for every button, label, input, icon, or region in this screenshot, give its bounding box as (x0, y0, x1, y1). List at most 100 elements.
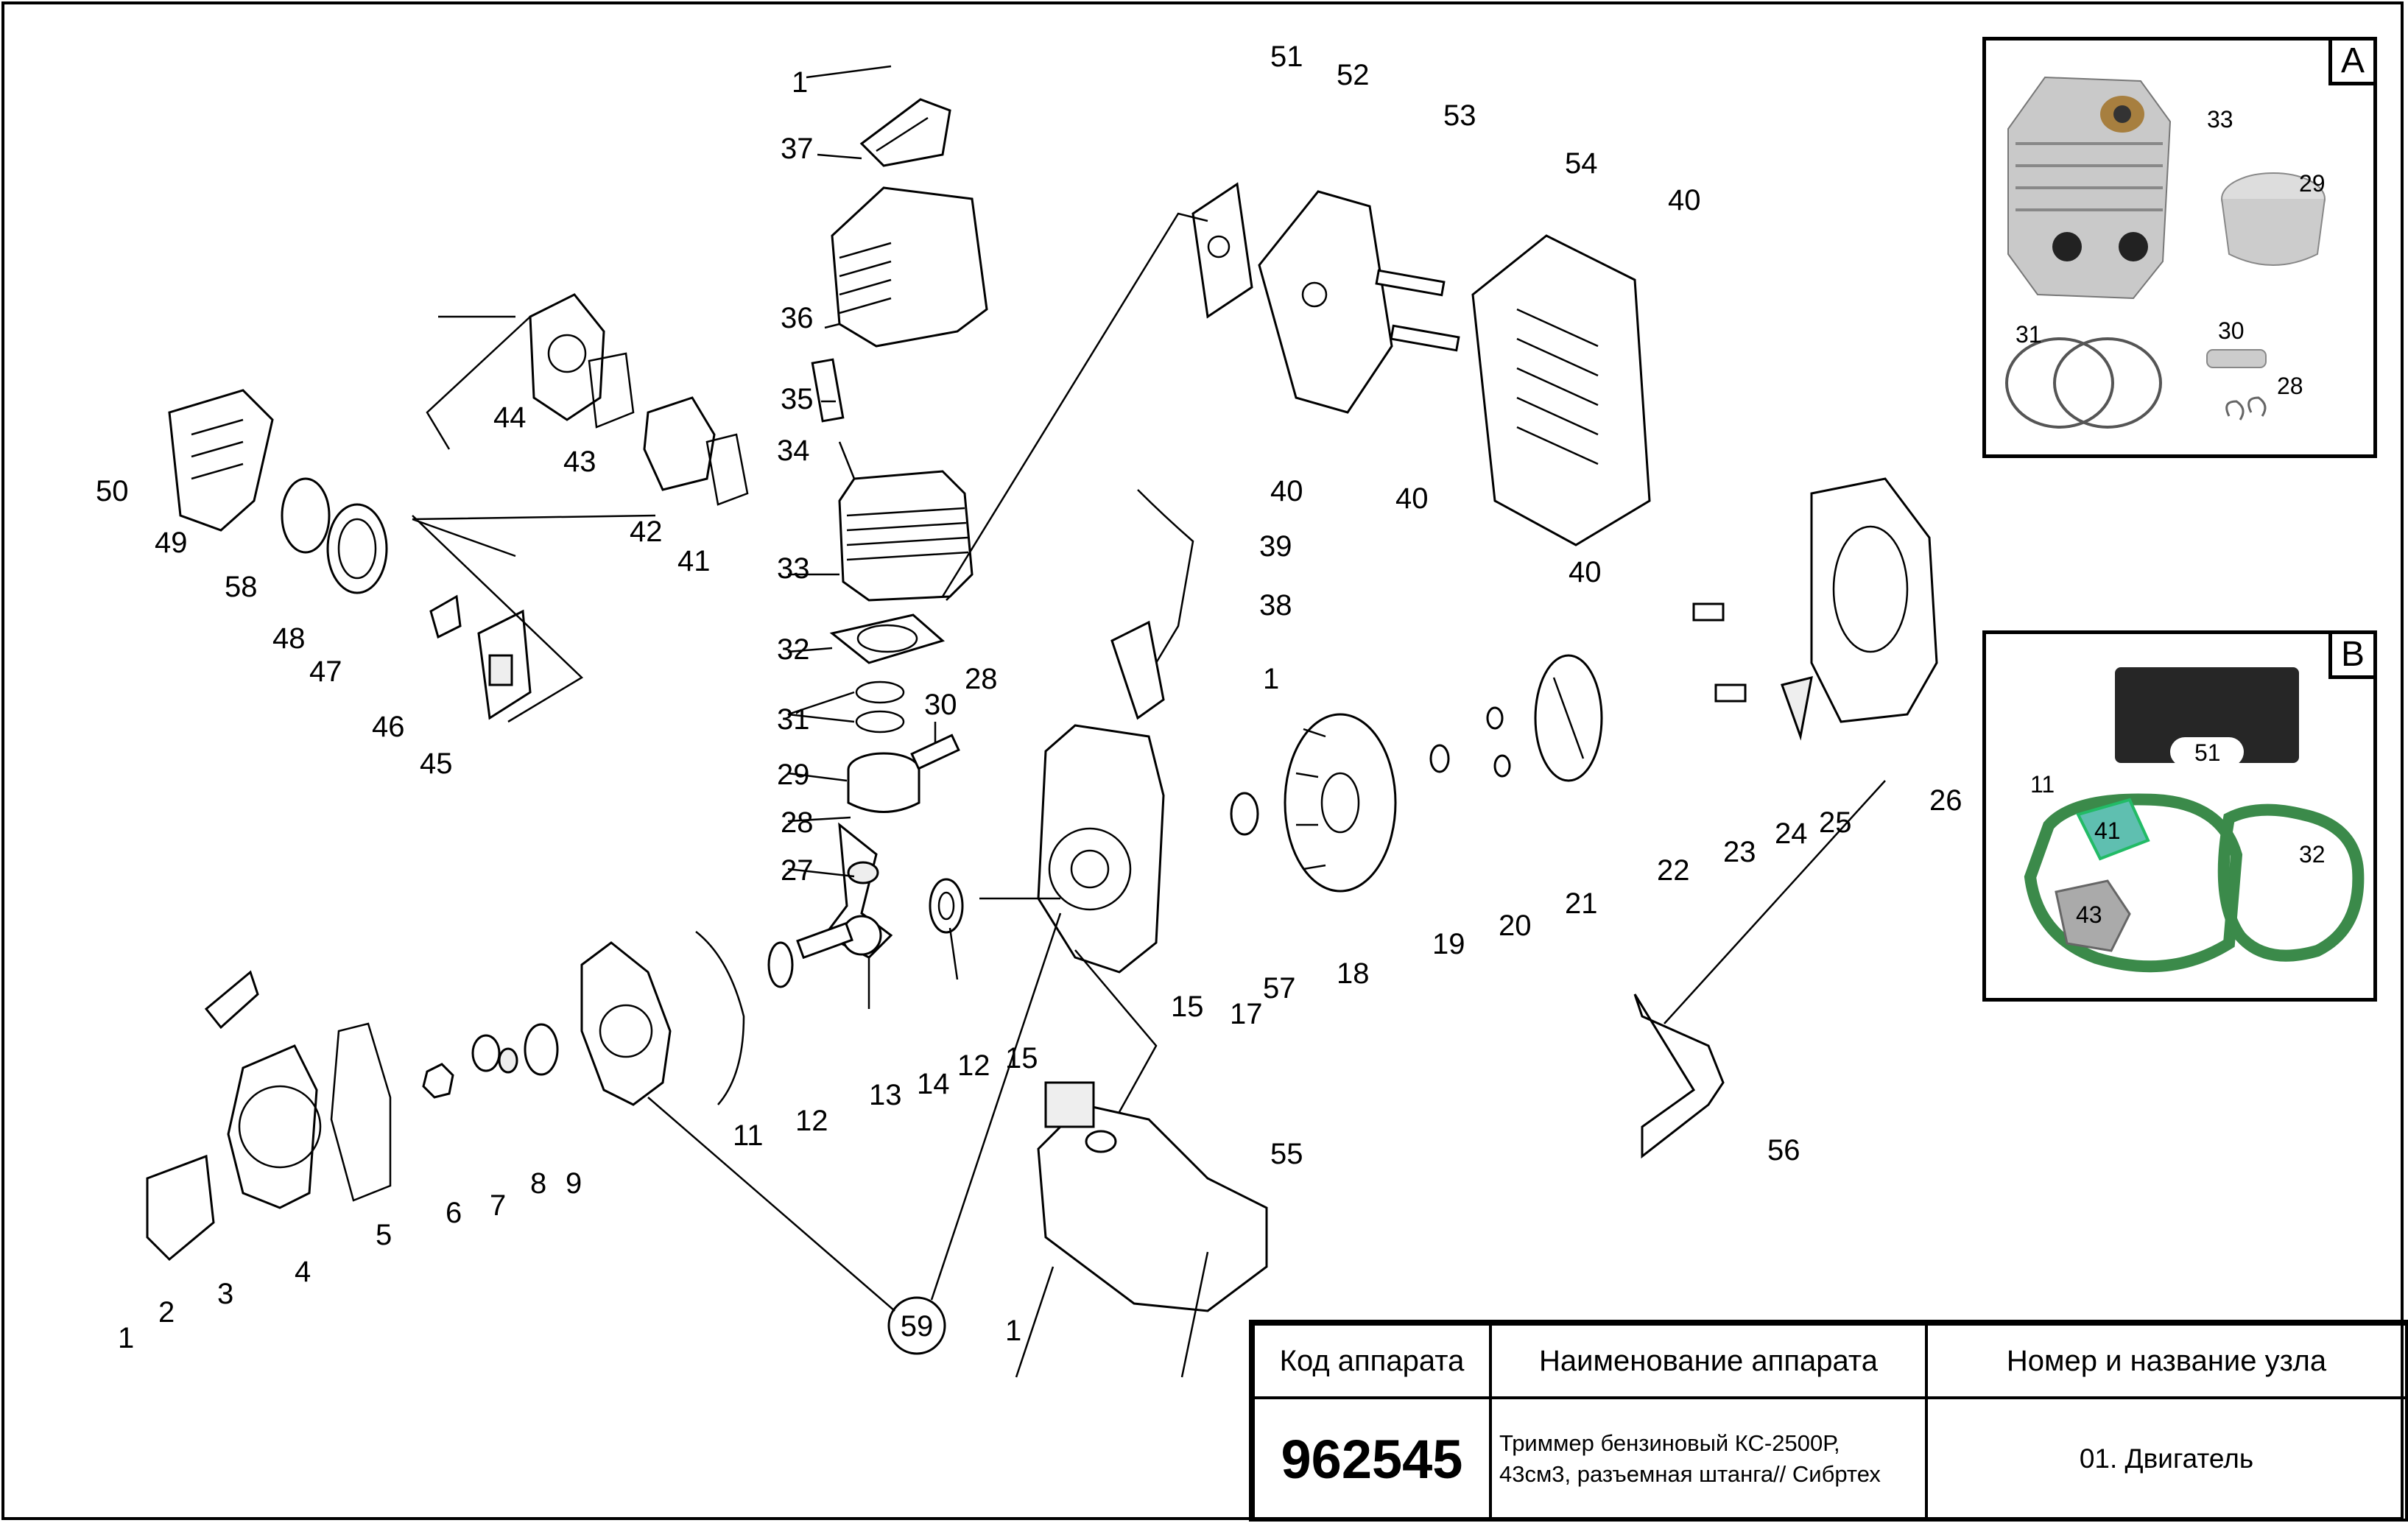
starter-cover-plate (146, 1154, 215, 1262)
spark-plug (811, 358, 845, 423)
part-label-45: 45 (420, 748, 453, 780)
header-node: Номер и название узла (1925, 1323, 2408, 1399)
part-label-47: 47 (309, 655, 342, 688)
inset-a-piston-photo (2221, 172, 2326, 266)
inset-a-clips-photo (2225, 396, 2267, 421)
callout-59-label: 59 (901, 1310, 934, 1343)
part-label-1: 1 (1263, 663, 1279, 695)
filter-element (281, 477, 331, 554)
washer-19 (1429, 744, 1450, 773)
inset-a-label-29: 29 (2299, 170, 2326, 197)
clutch-seal (1230, 792, 1259, 836)
inset-a-pin-photo (2206, 349, 2267, 368)
inset-a-panel: A 33 29 31 30 28 (1982, 37, 2377, 458)
crankcase-gasket (695, 931, 745, 1105)
part-label-21: 21 (1565, 887, 1598, 920)
bearing (929, 878, 964, 934)
part-label-24: 24 (1775, 817, 1808, 850)
part-label-41: 41 (677, 545, 711, 577)
part-label-26: 26 (1929, 784, 1962, 817)
part-label-51: 51 (1270, 41, 1303, 73)
starter-housing (227, 1044, 322, 1209)
part-label-56: 56 (1767, 1134, 1800, 1167)
insulator-gasket (705, 433, 749, 506)
inset-b-muffler-gasket (2115, 667, 2299, 767)
part-label-7: 7 (490, 1189, 506, 1222)
oil-seal (767, 941, 794, 988)
air-filter-base-plate (477, 609, 532, 720)
inset-b-label-32: 32 (2299, 841, 2326, 868)
pulley (524, 1023, 559, 1076)
part-label-23: 23 (1723, 836, 1756, 868)
inset-a-label-31: 31 (2016, 321, 2042, 348)
part-label-17: 17 (1230, 998, 1263, 1030)
air-filter-cover (168, 389, 274, 532)
part-label-12: 12 (795, 1105, 828, 1137)
cylinder-cover-top (859, 98, 951, 167)
engine-mount (1633, 993, 1725, 1159)
part-label-58: 58 (225, 571, 258, 603)
inset-b-crankcase-gasket (2024, 793, 2243, 973)
inset-b-label-11: 11 (2030, 771, 2055, 798)
part-label-43: 43 (563, 446, 596, 478)
part-label-31: 31 (777, 703, 810, 736)
part-label-27: 27 (781, 854, 814, 887)
part-label-48: 48 (272, 622, 306, 655)
inset-a-label-33: 33 (2207, 106, 2233, 133)
choke-plate (429, 594, 462, 639)
part-label-9: 9 (566, 1167, 582, 1200)
part-label-40: 40 (1668, 184, 1701, 217)
callout-59: 59 (647, 912, 1062, 1355)
part-label-28: 28 (965, 663, 998, 695)
part-label-54: 54 (1565, 147, 1598, 180)
part-label-33: 33 (777, 552, 810, 585)
part-label-1: 1 (118, 1322, 134, 1354)
part-label-12: 12 (957, 1049, 990, 1082)
part-label-49: 49 (155, 527, 188, 559)
part-label-15: 15 (1005, 1042, 1038, 1074)
part-label-40: 40 (1569, 556, 1602, 588)
muffler-bolts (1375, 269, 1460, 352)
part-label-34: 34 (777, 435, 810, 467)
starter-handle (204, 970, 259, 1030)
device-name-line-1: Триммер бензиновый КС-2500Р, (1499, 1430, 1840, 1456)
needle-bearing (847, 861, 879, 884)
header-name: Наименование аппарата (1489, 1323, 1928, 1399)
device-name: Триммер бензиновый КС-2500Р, 43см3, разъ… (1489, 1396, 1928, 1522)
header-code: Код аппарата (1252, 1323, 1492, 1399)
part-label-32: 32 (777, 633, 810, 666)
part-label-2: 2 (158, 1296, 175, 1329)
part-label-35: 35 (781, 383, 814, 415)
part-label-29: 29 (777, 759, 810, 791)
part-label-37: 37 (781, 133, 814, 165)
crankcase-half-left (580, 941, 672, 1106)
inset-a-letter: A (2328, 37, 2377, 85)
piston-rings (855, 680, 905, 734)
pawl (498, 1047, 518, 1074)
inset-b-label-43: 43 (2076, 901, 2102, 928)
part-label-20: 20 (1499, 910, 1532, 942)
muffler-gasket (1191, 182, 1253, 319)
clutch-assembly (1534, 654, 1603, 782)
inset-a-label-30: 30 (2218, 317, 2245, 344)
part-label-57: 57 (1263, 972, 1296, 1005)
inset-b-gasket-43 (2055, 879, 2131, 952)
part-label-30: 30 (924, 689, 957, 721)
inset-b-panel: B 51 11 41 43 32 (1982, 630, 2377, 1002)
part-label-55: 55 (1270, 1138, 1303, 1170)
piston-pin (910, 734, 960, 770)
starter-pawl-24 (1781, 675, 1813, 741)
part-label-40: 40 (1395, 482, 1429, 515)
leader-lines (412, 65, 1886, 1378)
cylinder-gasket (829, 613, 946, 664)
muffler-body (1258, 190, 1393, 414)
device-name-line-2: 43см3, разъемная штанга// Сибртех (1499, 1461, 1881, 1487)
node-name: 01. Двигатель (1925, 1396, 2408, 1522)
part-label-18: 18 (1337, 957, 1370, 990)
inset-b-gasket-41 (2076, 798, 2150, 861)
inset-b-cylinder-gasket (2217, 803, 2365, 962)
part-label-14: 14 (917, 1068, 950, 1100)
crankcase-half-right (1037, 724, 1165, 974)
